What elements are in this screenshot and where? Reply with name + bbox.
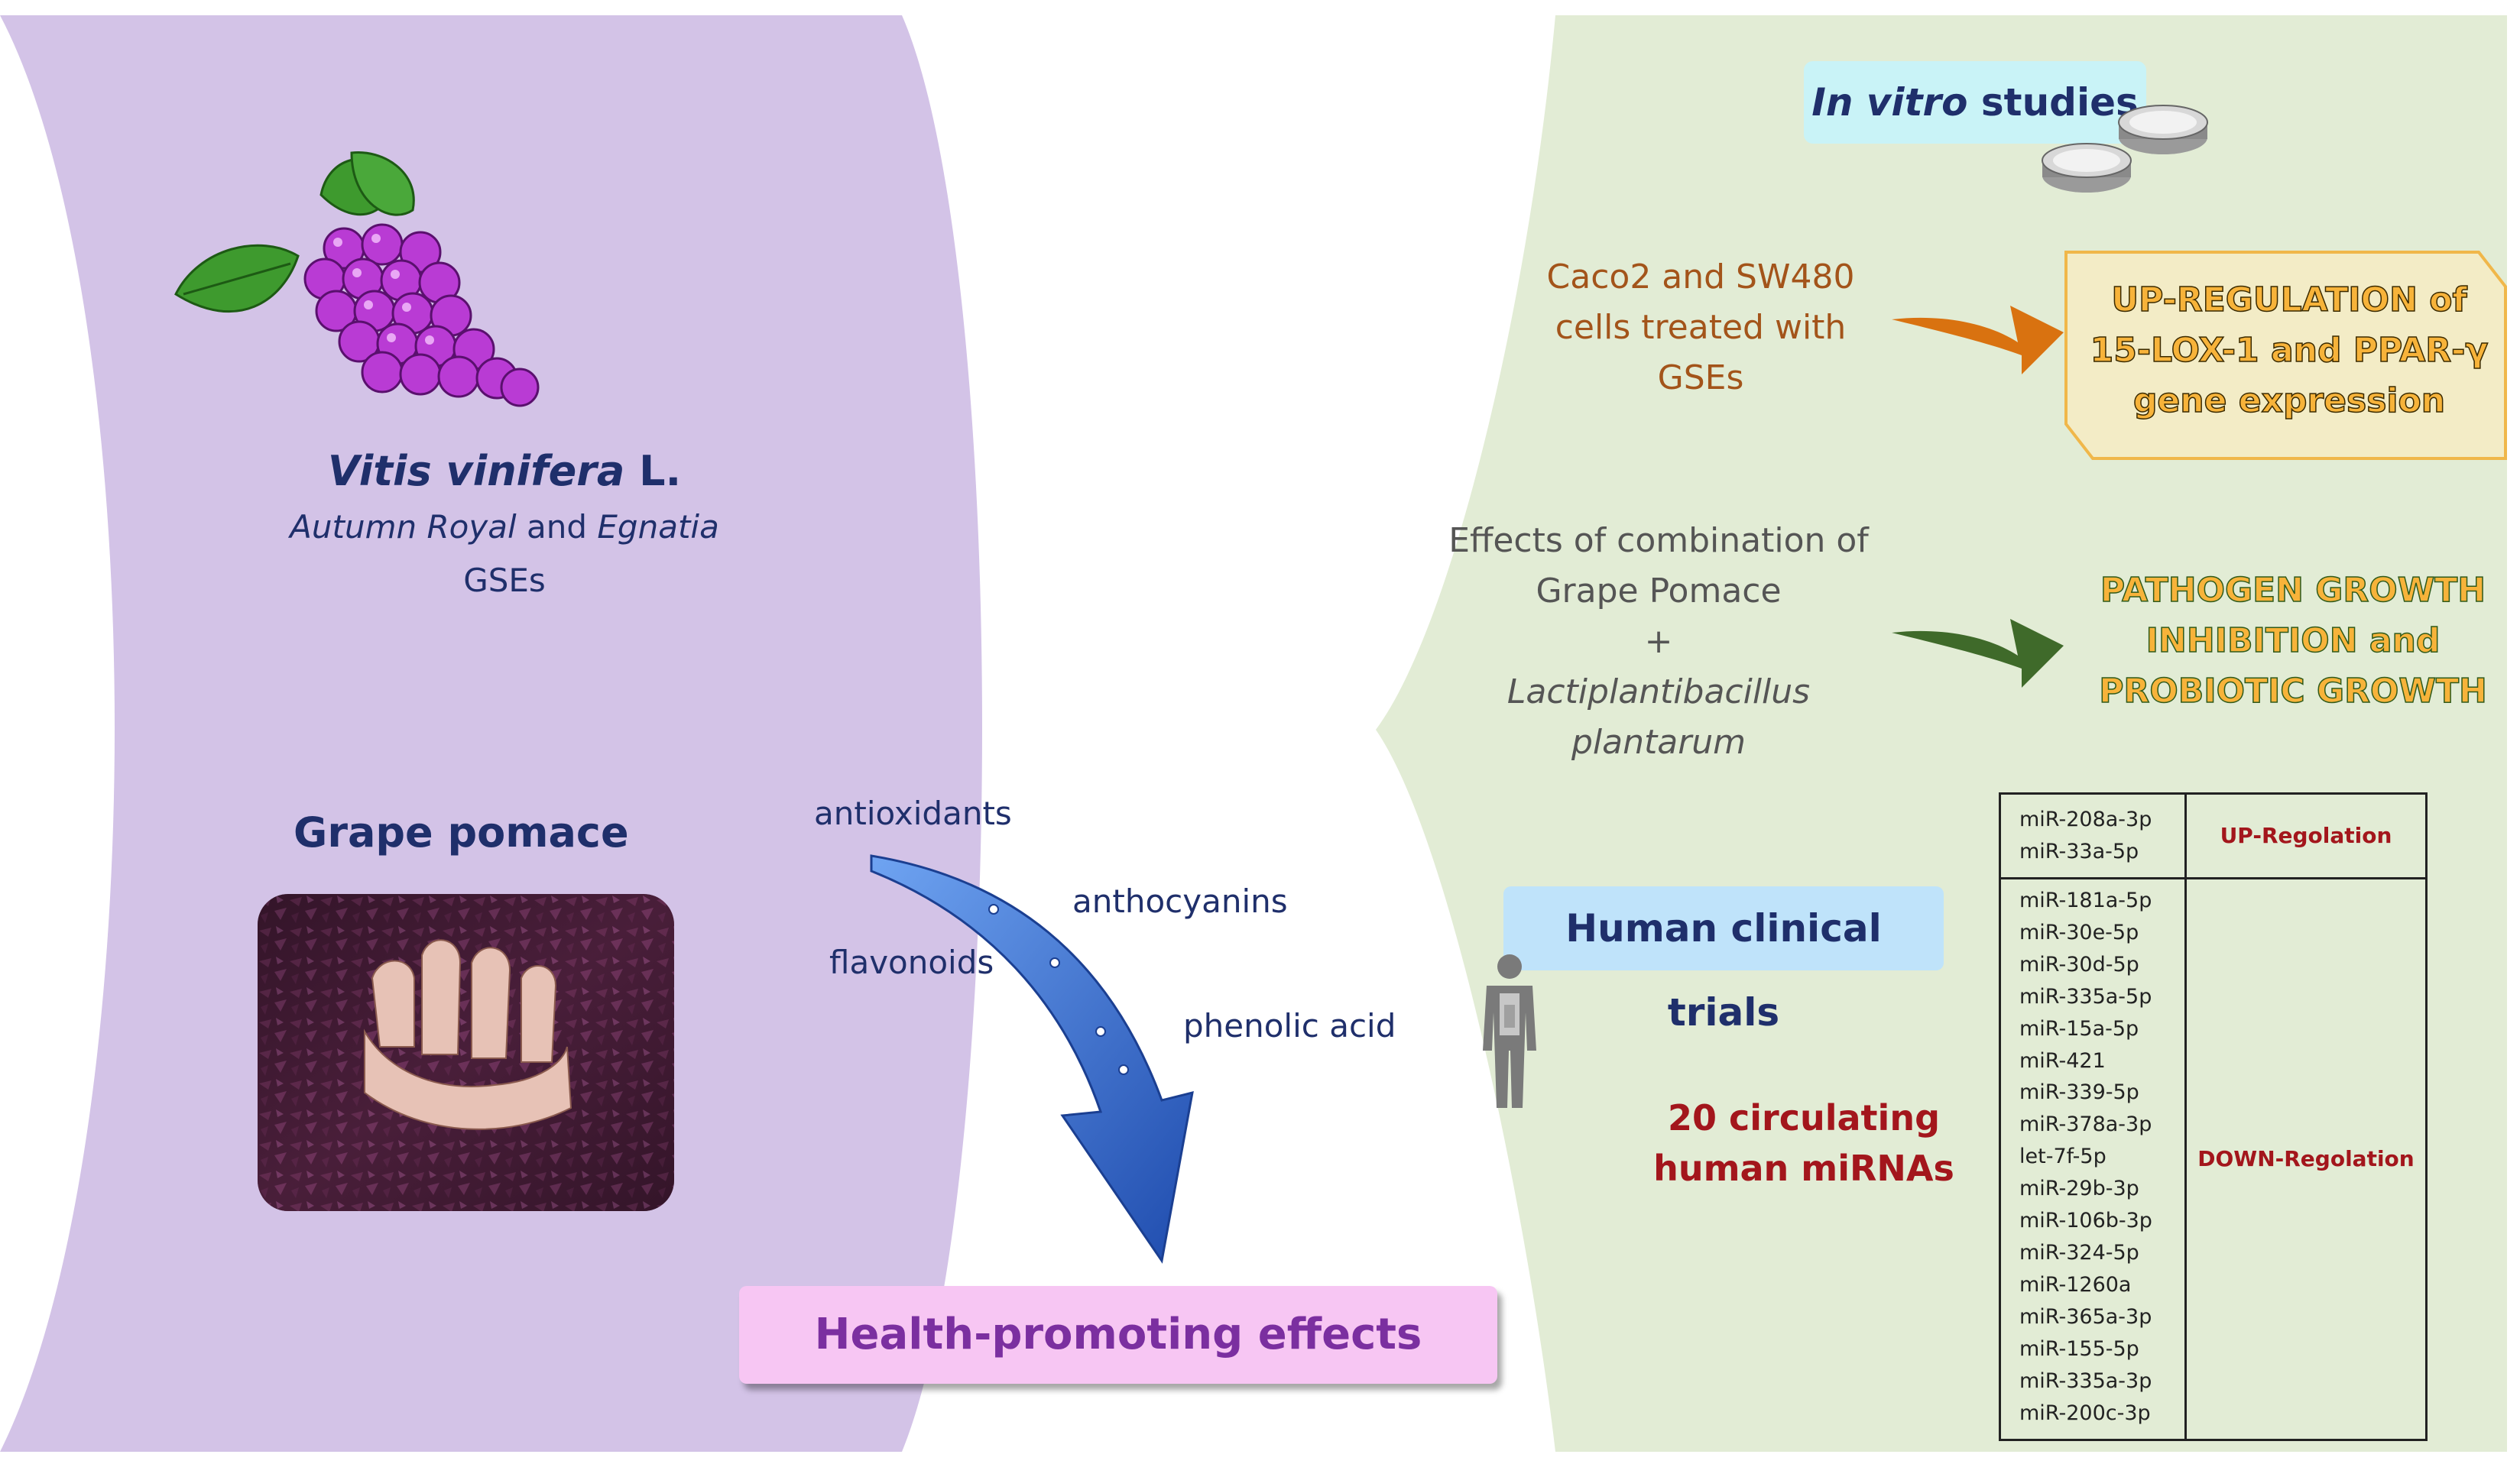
- up-mirna-list: miR-208a-3p miR-33a-5p: [2019, 804, 2152, 868]
- study2-result-line-2: INHIBITION and: [2145, 620, 2441, 661]
- down-mirna-item: miR-106b-3p: [2019, 1209, 2152, 1233]
- human-body-icon: [1483, 954, 1536, 1108]
- study2-description: Effects of combination of Grape Pomace +…: [1437, 516, 1880, 768]
- up-mirna-2: miR-33a-5p: [2019, 839, 2139, 863]
- mirna-table: miR-208a-3p miR-33a-5p UP-Regolation miR…: [1999, 792, 2428, 1441]
- cultivar-joiner: and: [527, 508, 588, 546]
- mirna-count-line-1: 20 circulating: [1667, 1097, 1940, 1138]
- species-title: Vitis vinifera L.: [229, 447, 780, 495]
- study2-line-3: +: [1644, 622, 1673, 661]
- health-effects-box: Health-promoting effects: [739, 1286, 1497, 1384]
- compounds-arrow: [870, 854, 1194, 1264]
- mirna-count: 20 circulating human miRNAs: [1628, 1093, 1980, 1194]
- grape-pomace-label: Grape pomace: [294, 808, 629, 857]
- study1-result-line-3: gene expression: [2132, 381, 2446, 421]
- cultivar-1: Autumn Royal: [290, 508, 517, 546]
- down-mirna-item: miR-155-5p: [2019, 1336, 2139, 1361]
- compound-anthocyanins: anthocyanins: [1072, 883, 1288, 920]
- study2-arrow: [1892, 619, 2064, 688]
- health-effects-label: Health-promoting effects: [814, 1310, 1422, 1359]
- study1-line-3: GSEs: [1657, 358, 1744, 397]
- study2-line-2: Grape Pomace: [1536, 572, 1782, 611]
- compound-flavonoids: flavonoids: [829, 944, 994, 981]
- study1-line-2: cells treated with: [1555, 308, 1847, 347]
- species-suffix: L.: [639, 447, 682, 495]
- mirna-count-line-2: human miRNAs: [1653, 1148, 1954, 1189]
- clinical-trials-label: Human clinical trials: [1565, 906, 1882, 1035]
- study2-result-line-1: PATHOGEN GROWTH: [2100, 570, 2486, 611]
- study1-result-shape: [2064, 251, 2507, 460]
- extract-label: GSEs: [463, 562, 546, 599]
- in-vitro-box: In vitro studies: [1804, 61, 2146, 144]
- study2-species-line-1: Lactiplantibacillus: [1506, 672, 1811, 711]
- up-regulation-label: UP-Regolation: [2220, 823, 2392, 848]
- grape-pomace-photo: [258, 894, 674, 1211]
- up-mirna-1: miR-208a-3p: [2019, 808, 2152, 831]
- study1-arrow: [1892, 306, 2064, 374]
- down-mirna-item: miR-339-5p: [2019, 1080, 2139, 1105]
- compound-antioxidants: antioxidants: [814, 795, 1012, 832]
- down-mirna-item: miR-335a-5p: [2019, 984, 2152, 1009]
- study1-description: Caco2 and SW480 cells treated with GSEs: [1498, 252, 1903, 403]
- study1-result: UP-REGULATION of 15-LOX-1 and PPAR-γ gen…: [2071, 275, 2507, 426]
- study2-result-line-3: PROBIOTIC GROWTH: [2098, 671, 2487, 711]
- down-mirna-item: miR-181a-5p: [2019, 889, 2152, 912]
- down-mirna-item: miR-421: [2019, 1048, 2106, 1073]
- grape-icon: [174, 151, 540, 407]
- down-regulation-label: DOWN-Regolation: [2197, 1146, 2415, 1171]
- study1-result-line-1: UP-REGULATION of: [2111, 280, 2468, 320]
- cultivars: Autumn Royal and Egnatia: [199, 508, 810, 546]
- left-panel: [0, 15, 982, 1452]
- down-mirna-item: miR-30e-5p: [2019, 920, 2139, 944]
- down-mirna-list: miR-181a-5p miR-30e-5p miR-30d-5p miR-335a-…: [2019, 885, 2152, 1429]
- study1-line-1: Caco2 and SW480: [1546, 257, 1855, 296]
- in-vitro-italic: In vitro: [1811, 80, 1968, 125]
- cultivar-2: Egnatia: [597, 508, 719, 546]
- in-vitro-rest: studies: [1980, 80, 2139, 125]
- down-mirna-item: miR-335a-3p: [2019, 1368, 2152, 1393]
- study2-result: PATHOGEN GROWTH INHIBITION and PROBIOTIC…: [2079, 565, 2507, 717]
- compound-phenolic-acid: phenolic acid: [1183, 1007, 1396, 1045]
- study2-line-1: Effects of combination of: [1448, 521, 1869, 560]
- down-mirna-item: let-7f-5p: [2019, 1145, 2106, 1169]
- study2-species-line-2: plantarum: [1571, 723, 1746, 762]
- petri-dish-icon: [2042, 105, 2208, 193]
- down-mirna-item: miR-29b-3p: [2019, 1177, 2139, 1201]
- down-mirna-item: miR-30d-5p: [2019, 952, 2139, 977]
- species-name: Vitis vinifera: [327, 447, 625, 495]
- down-mirna-item: miR-365a-3p: [2019, 1304, 2152, 1329]
- clinical-trials-box: Human clinical trials: [1503, 886, 1944, 1035]
- down-mirna-item: miR-1260a: [2019, 1272, 2132, 1297]
- study1-result-line-2: 15-LOX-1 and PPAR-γ: [2090, 330, 2489, 371]
- down-mirna-item: miR-15a-5p: [2019, 1016, 2139, 1041]
- down-mirna-item: miR-324-5p: [2019, 1240, 2139, 1265]
- down-mirna-item: miR-378a-3p: [2019, 1113, 2152, 1137]
- down-mirna-item: miR-200c-3p: [2019, 1401, 2151, 1425]
